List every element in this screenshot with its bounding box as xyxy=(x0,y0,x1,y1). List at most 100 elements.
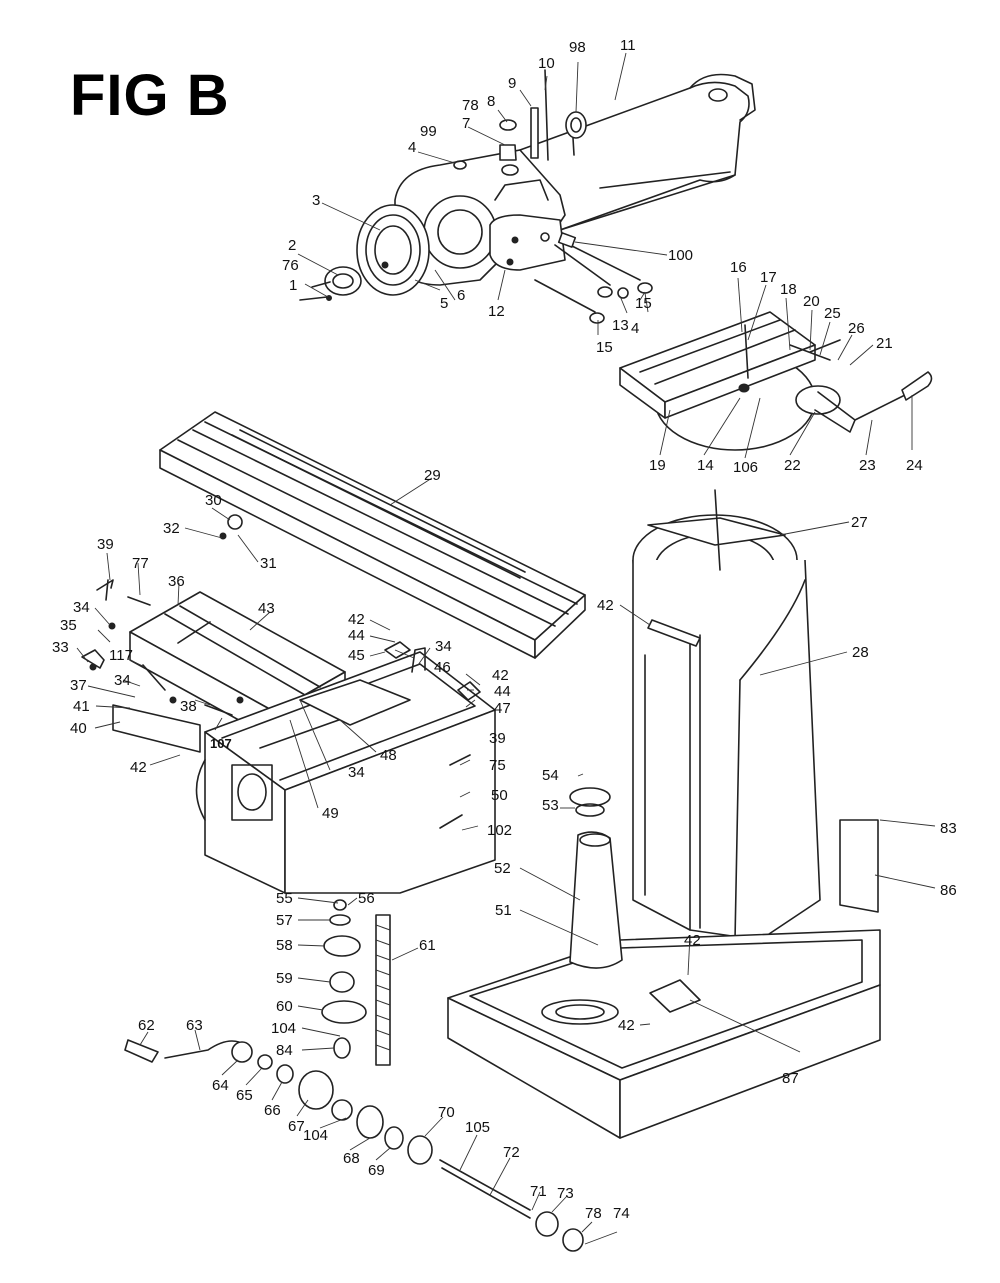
callout-6: 6 xyxy=(457,287,465,304)
callout-74: 74 xyxy=(613,1205,630,1222)
callout-52: 52 xyxy=(494,860,511,877)
callout-42: 42 xyxy=(130,759,147,776)
callout-36: 36 xyxy=(168,573,185,590)
callout-29: 29 xyxy=(424,467,441,484)
callout-60: 60 xyxy=(276,998,293,1015)
callout-53: 53 xyxy=(542,797,559,814)
callout-8: 8 xyxy=(487,93,495,110)
callout-78: 78 xyxy=(462,97,479,114)
callout-67: 67 xyxy=(288,1118,305,1135)
callout-77: 77 xyxy=(132,555,149,572)
callout-65: 65 xyxy=(236,1087,253,1104)
callout-47: 47 xyxy=(494,700,511,717)
callout-34: 34 xyxy=(435,638,452,655)
callout-51: 51 xyxy=(495,902,512,919)
callout-11: 11 xyxy=(620,37,636,54)
callout-78: 78 xyxy=(585,1205,602,1222)
callout-73: 73 xyxy=(557,1185,574,1202)
callout-76: 76 xyxy=(282,257,299,274)
callout-50: 50 xyxy=(491,787,508,804)
callout-34: 34 xyxy=(348,764,365,781)
callout-69: 69 xyxy=(368,1162,385,1179)
callout-57: 57 xyxy=(276,912,293,929)
callout-104: 104 xyxy=(303,1127,328,1144)
callout-1: 1 xyxy=(289,277,297,294)
callout-46: 46 xyxy=(434,659,451,676)
overarm-assembly xyxy=(299,69,756,324)
callout-66: 66 xyxy=(264,1102,281,1119)
callout-labels: 1 2 3 4 4 5 6 7 8 9 10 11 12 13 14 15 15… xyxy=(52,37,957,1222)
callout-39: 39 xyxy=(97,536,114,553)
callout-35: 35 xyxy=(60,617,77,634)
ram-adapter-assembly xyxy=(619,311,933,451)
callout-55: 55 xyxy=(276,890,293,907)
callout-7: 7 xyxy=(462,115,470,132)
callout-105: 105 xyxy=(465,1119,490,1136)
callout-37: 37 xyxy=(70,677,87,694)
callout-21: 21 xyxy=(876,335,893,352)
callout-84: 84 xyxy=(276,1042,293,1059)
callout-70: 70 xyxy=(438,1104,455,1121)
callout-42: 42 xyxy=(684,932,701,949)
callout-15: 15 xyxy=(596,339,613,356)
callout-56: 56 xyxy=(358,890,375,907)
callout-61: 61 xyxy=(419,937,436,954)
callout-28: 28 xyxy=(852,644,869,661)
callout-31: 31 xyxy=(260,555,277,572)
callout-117: 117 xyxy=(109,647,133,664)
callout-42: 42 xyxy=(348,611,365,628)
callout-33: 33 xyxy=(52,639,69,656)
callout-49: 49 xyxy=(322,805,339,822)
callout-15: 15 xyxy=(635,295,652,312)
callout-62: 62 xyxy=(138,1017,155,1034)
callout-12: 12 xyxy=(488,303,505,320)
callout-39: 39 xyxy=(489,730,506,747)
callout-63: 63 xyxy=(186,1017,203,1034)
callout-58: 58 xyxy=(276,937,293,954)
callout-4: 4 xyxy=(408,139,416,156)
callout-32: 32 xyxy=(163,520,180,537)
callout-102: 102 xyxy=(487,822,512,839)
callout-107: 107 xyxy=(210,736,232,751)
callout-10: 10 xyxy=(538,55,555,72)
callout-64: 64 xyxy=(212,1077,229,1094)
callout-75: 75 xyxy=(489,757,506,774)
figure-title: FIG B xyxy=(70,63,230,128)
column-and-base xyxy=(447,489,881,1139)
callout-42: 42 xyxy=(492,667,509,684)
callout-22: 22 xyxy=(784,457,801,474)
callout-42: 42 xyxy=(618,1017,635,1034)
callout-27: 27 xyxy=(851,514,868,531)
callout-87: 87 xyxy=(782,1070,799,1087)
callout-83: 83 xyxy=(940,820,957,837)
callout-98: 98 xyxy=(569,39,586,56)
callout-59: 59 xyxy=(276,970,293,987)
callout-43: 43 xyxy=(258,600,275,617)
callout-2: 2 xyxy=(288,237,296,254)
callout-54: 54 xyxy=(542,767,559,784)
callout-14: 14 xyxy=(697,457,714,474)
leader-lines xyxy=(76,52,936,1245)
callout-38: 38 xyxy=(180,698,197,715)
callout-42: 42 xyxy=(597,597,614,614)
callout-104: 104 xyxy=(271,1020,296,1037)
callout-34: 34 xyxy=(114,672,131,689)
callout-26: 26 xyxy=(848,320,865,337)
callout-4: 4 xyxy=(631,320,639,337)
callout-44: 44 xyxy=(348,627,365,644)
callout-99: 99 xyxy=(420,123,437,140)
callout-9: 9 xyxy=(508,75,516,92)
elevating-mechanism xyxy=(124,899,584,1252)
callout-5: 5 xyxy=(440,295,448,312)
callout-40: 40 xyxy=(70,720,87,737)
callout-19: 19 xyxy=(649,457,666,474)
callout-16: 16 xyxy=(730,259,747,276)
callout-45: 45 xyxy=(348,647,365,664)
callout-68: 68 xyxy=(343,1150,360,1167)
callout-72: 72 xyxy=(503,1144,520,1161)
callout-100: 100 xyxy=(668,247,693,264)
callout-41: 41 xyxy=(73,698,90,715)
callout-20: 20 xyxy=(803,293,820,310)
